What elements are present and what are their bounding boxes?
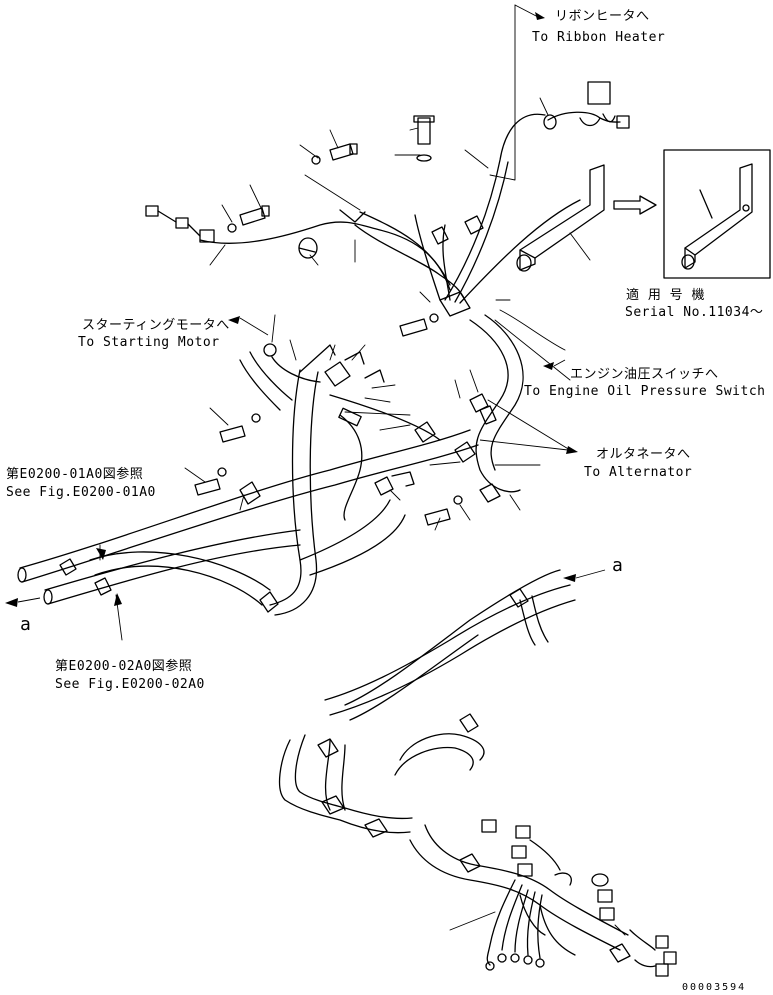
label-fig-02-jp: 第E0200-02A0図参照 [55, 659, 193, 674]
arrow-alternator [566, 446, 578, 454]
label-alternator-en: To Alternator [584, 465, 693, 480]
label-starting-motor-jp: スターティングモータへ [82, 318, 230, 333]
reference-a-left: a [20, 614, 32, 635]
upper-main-harness [17, 429, 479, 606]
label-alternator-jp: オルタネータへ [596, 447, 691, 462]
middle-clamps [239, 351, 497, 521]
label-ribbon-heater-en: To Ribbon Heater [532, 30, 666, 45]
top-left-connectors [145, 205, 318, 259]
label-fig-02-en: See Fig.E0200-02A0 [55, 677, 205, 692]
ribbon-heater-connector [543, 81, 630, 130]
arrow-a-right [563, 574, 576, 582]
reference-a-right: a [612, 555, 624, 576]
label-fig-01-en: See Fig.E0200-01A0 [6, 485, 156, 500]
label-fig-01-jp: 第E0200-01A0図参照 [6, 467, 144, 482]
arrow-fig-02 [114, 593, 122, 606]
vertical-harness [239, 351, 406, 616]
right-side-harness [469, 314, 524, 503]
arrowheads [5, 12, 578, 607]
middle-bolts [194, 413, 463, 526]
label-starting-motor-en: To Starting Motor [78, 335, 220, 350]
top-bolts [227, 115, 439, 337]
top-bracket [516, 164, 605, 272]
leader-lines [99, 4, 626, 936]
label-oil-pressure-en: To Engine Oil Pressure Switch [524, 384, 766, 399]
label-ribbon-heater-jp: リボンヒータへ [555, 9, 650, 24]
inset-arrow [613, 195, 657, 215]
lower-harness [278, 569, 631, 971]
drawing-number: 00003594 [682, 982, 747, 993]
lower-right-connectors [481, 819, 677, 977]
inset-box [663, 149, 771, 279]
arrow-fig-01 [96, 548, 106, 560]
label-serial-jp: 適 用 号 機 [626, 288, 705, 303]
arrow-ribbon-heater [535, 12, 545, 20]
arrow-oil-pressure [543, 362, 554, 370]
top-harness-wires [199, 113, 581, 317]
starting-motor-terminal [263, 343, 336, 383]
arrow-a-left [5, 598, 18, 607]
label-oil-pressure-jp: エンジン油圧スイッチへ [570, 367, 719, 382]
arrow-starting-motor [228, 316, 240, 324]
label-serial-en: Serial No.11034～ [625, 305, 764, 320]
